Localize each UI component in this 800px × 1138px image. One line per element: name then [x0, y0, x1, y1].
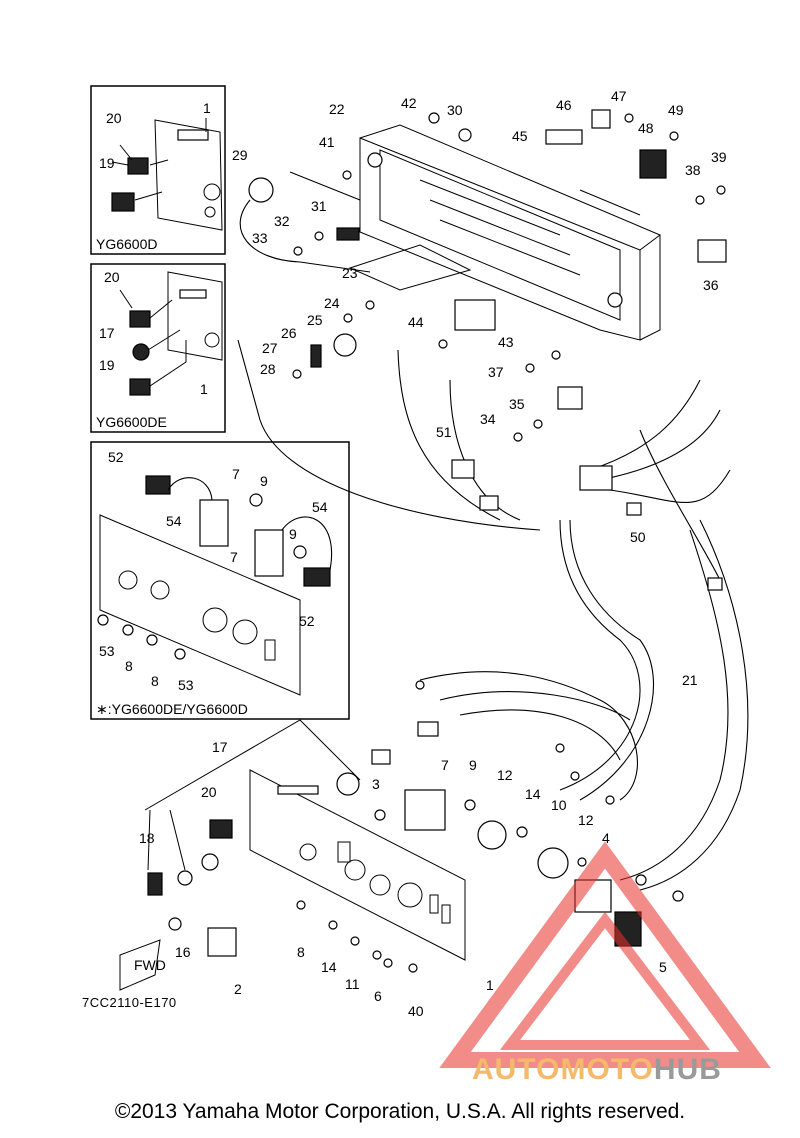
callout-51: 51 — [436, 424, 452, 440]
callout-24: 24 — [324, 295, 340, 311]
callout-53: 53 — [99, 643, 115, 659]
callout-19: 19 — [99, 155, 115, 171]
callout-7: 7 — [230, 549, 238, 565]
callout-27: 27 — [262, 340, 278, 356]
callout-1: 1 — [203, 100, 211, 116]
reference-code: 7CC2110-E170 — [82, 995, 177, 1010]
callout-15: 14 — [525, 786, 541, 802]
callout-19: 19 — [99, 357, 115, 373]
callout-12: 12 — [578, 812, 594, 828]
model-label-combined: ∗:YG6600DE/YG6600D — [96, 701, 248, 717]
callout-53: 53 — [178, 677, 194, 693]
callout-8: 8 — [125, 658, 133, 674]
callout-28: 28 — [260, 361, 276, 377]
callout-7: 7 — [232, 466, 240, 482]
callout-41: 41 — [319, 134, 335, 150]
watermark-brand-a: AUTOMOTO — [472, 1053, 654, 1086]
callout-17: 17 — [212, 739, 228, 755]
callout-11: 11 — [345, 976, 360, 992]
callout-9: 9 — [469, 757, 477, 773]
inset-box-yg6600d: 20 1 19 YG6600D — [90, 85, 226, 255]
callout-7: 7 — [441, 757, 449, 773]
copyright-notice: ©2013 Yamaha Motor Corporation, U.S.A. A… — [114, 1100, 686, 1123]
callout-22: 22 — [329, 101, 345, 117]
callout-9: 9 — [260, 473, 268, 489]
callout-45: 45 — [512, 128, 528, 144]
model-label-yg6600d: YG6600D — [96, 236, 157, 252]
callout-54: 54 — [312, 499, 328, 515]
inset-box-yg6600de: 20 17 19 1 YG6600DE — [90, 263, 226, 433]
callout-48: 48 — [638, 120, 654, 136]
callout-49: 49 — [668, 102, 684, 118]
callout-37: 37 — [488, 364, 504, 380]
model-label-yg6600de: YG6600DE — [96, 414, 167, 430]
callout-20: 20 — [104, 269, 120, 285]
callout-36: 36 — [703, 277, 719, 293]
control-panel-assembly: FWD — [119, 671, 684, 991]
callout-3: 3 — [372, 776, 380, 792]
callout-2: 2 — [234, 981, 242, 997]
watermark-text: AUTOMOTOHUB — [472, 1053, 722, 1087]
callout-26: 26 — [281, 325, 297, 341]
callout-23: 23 — [342, 265, 358, 281]
callout-8: 8 — [297, 944, 305, 960]
callout-9: 9 — [289, 526, 297, 542]
callout-1: 1 — [486, 977, 494, 993]
callout-40: 40 — [408, 1003, 424, 1019]
callout-21: 21 — [682, 672, 698, 688]
callout-47: 47 — [611, 88, 627, 104]
callout-20: 20 — [201, 784, 217, 800]
callout-42: 42 — [401, 95, 417, 111]
callout-14: 14 — [321, 959, 337, 975]
callout-50: 50 — [630, 529, 646, 545]
watermark-logo — [439, 841, 771, 1068]
watermark-brand-b: HUB — [653, 1053, 722, 1086]
callout-34: 34 — [480, 411, 496, 427]
callout-8: 8 — [151, 673, 159, 689]
callout-43: 43 — [498, 334, 514, 350]
callout-29: 29 — [232, 147, 248, 163]
fwd-label: FWD — [134, 957, 166, 973]
control-box-assembly — [237, 109, 749, 891]
callout-38: 38 — [685, 162, 701, 178]
callout-35: 35 — [509, 396, 525, 412]
main-callouts: 22 42 30 46 47 49 45 48 41 29 39 38 31 3… — [139, 88, 727, 1019]
callout-16: 16 — [175, 944, 191, 960]
callout-25: 25 — [307, 312, 323, 328]
callout-52: 52 — [299, 613, 315, 629]
callout-20: 20 — [106, 110, 122, 126]
callout-44: 44 — [408, 314, 424, 330]
callout-33: 33 — [252, 230, 268, 246]
callout-4: 4 — [602, 830, 610, 846]
callout-5: 5 — [659, 959, 667, 975]
callout-54: 54 — [166, 513, 182, 529]
callout-32: 32 — [274, 213, 290, 229]
callout-46: 46 — [556, 97, 572, 113]
inset-box-yg6600de-yg6600d: 52 7 9 54 9 7 54 52 53 8 8 53 ∗:YG6600DE… — [90, 441, 350, 720]
callout-10: 10 — [551, 797, 567, 813]
callout-17: 17 — [99, 325, 115, 341]
callout-52: 52 — [108, 449, 124, 465]
callout-1: 1 — [200, 381, 208, 397]
callout-31: 31 — [311, 198, 327, 214]
callout-6: 6 — [374, 988, 382, 1004]
callout-18: 18 — [139, 830, 155, 846]
callout-39: 39 — [711, 149, 727, 165]
callout-30: 30 — [447, 102, 463, 118]
callout-13: 12 — [497, 767, 513, 783]
